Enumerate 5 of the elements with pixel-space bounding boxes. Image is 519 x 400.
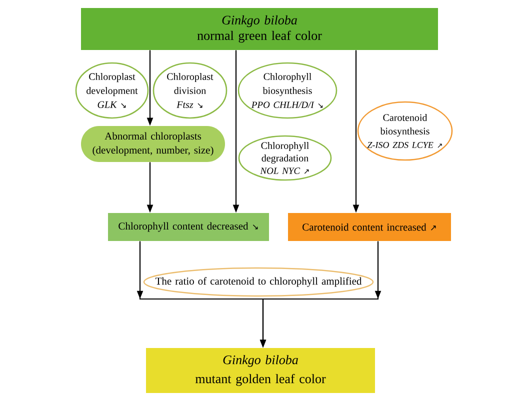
header-box: Ginkgo biloba normal green leaf color	[81, 8, 438, 50]
process-box: Chlorophyll content decreased ↘	[108, 213, 269, 241]
process-box: Carotenoid content increased ↗	[288, 213, 451, 241]
rounded-box: Abnormal chloroplasts (development, number, size)	[81, 126, 225, 162]
result-box: Ginkgo biloba mutant golden leaf color	[146, 348, 375, 393]
